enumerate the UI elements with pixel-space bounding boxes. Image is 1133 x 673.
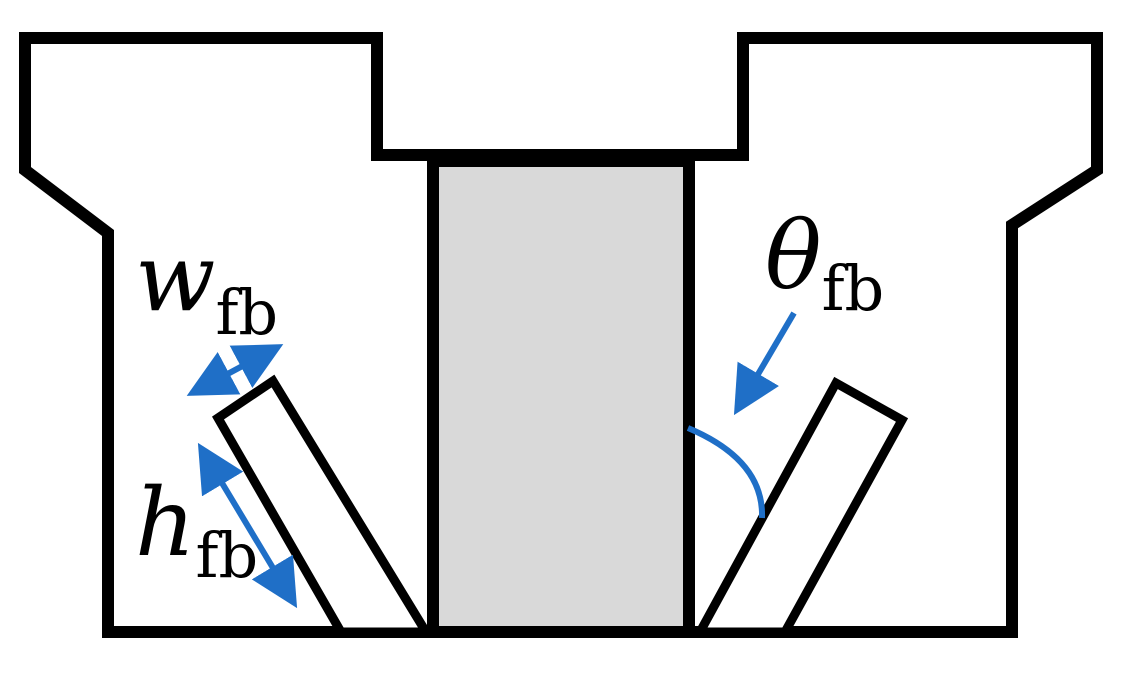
angle-pointer-arrow <box>733 311 797 416</box>
angle-arc <box>686 425 766 519</box>
height-subscript: fb <box>196 519 259 592</box>
angle-symbol: θ <box>765 202 822 311</box>
slot-outline <box>19 32 1103 638</box>
width-symbol: w <box>135 224 215 333</box>
center-core <box>427 155 695 638</box>
angle-label: θfb <box>765 202 884 325</box>
width-dimension-arrow <box>186 344 284 396</box>
height-symbol: h <box>135 469 196 578</box>
height-label: hfb <box>135 469 258 592</box>
height-dimension-arrow <box>197 442 298 609</box>
width-subscript: fb <box>215 276 278 349</box>
angle-subscript: fb <box>822 252 885 325</box>
right-flux-barrier <box>692 376 909 637</box>
width-label: wfb <box>135 224 278 349</box>
left-flux-barrier <box>212 374 435 637</box>
